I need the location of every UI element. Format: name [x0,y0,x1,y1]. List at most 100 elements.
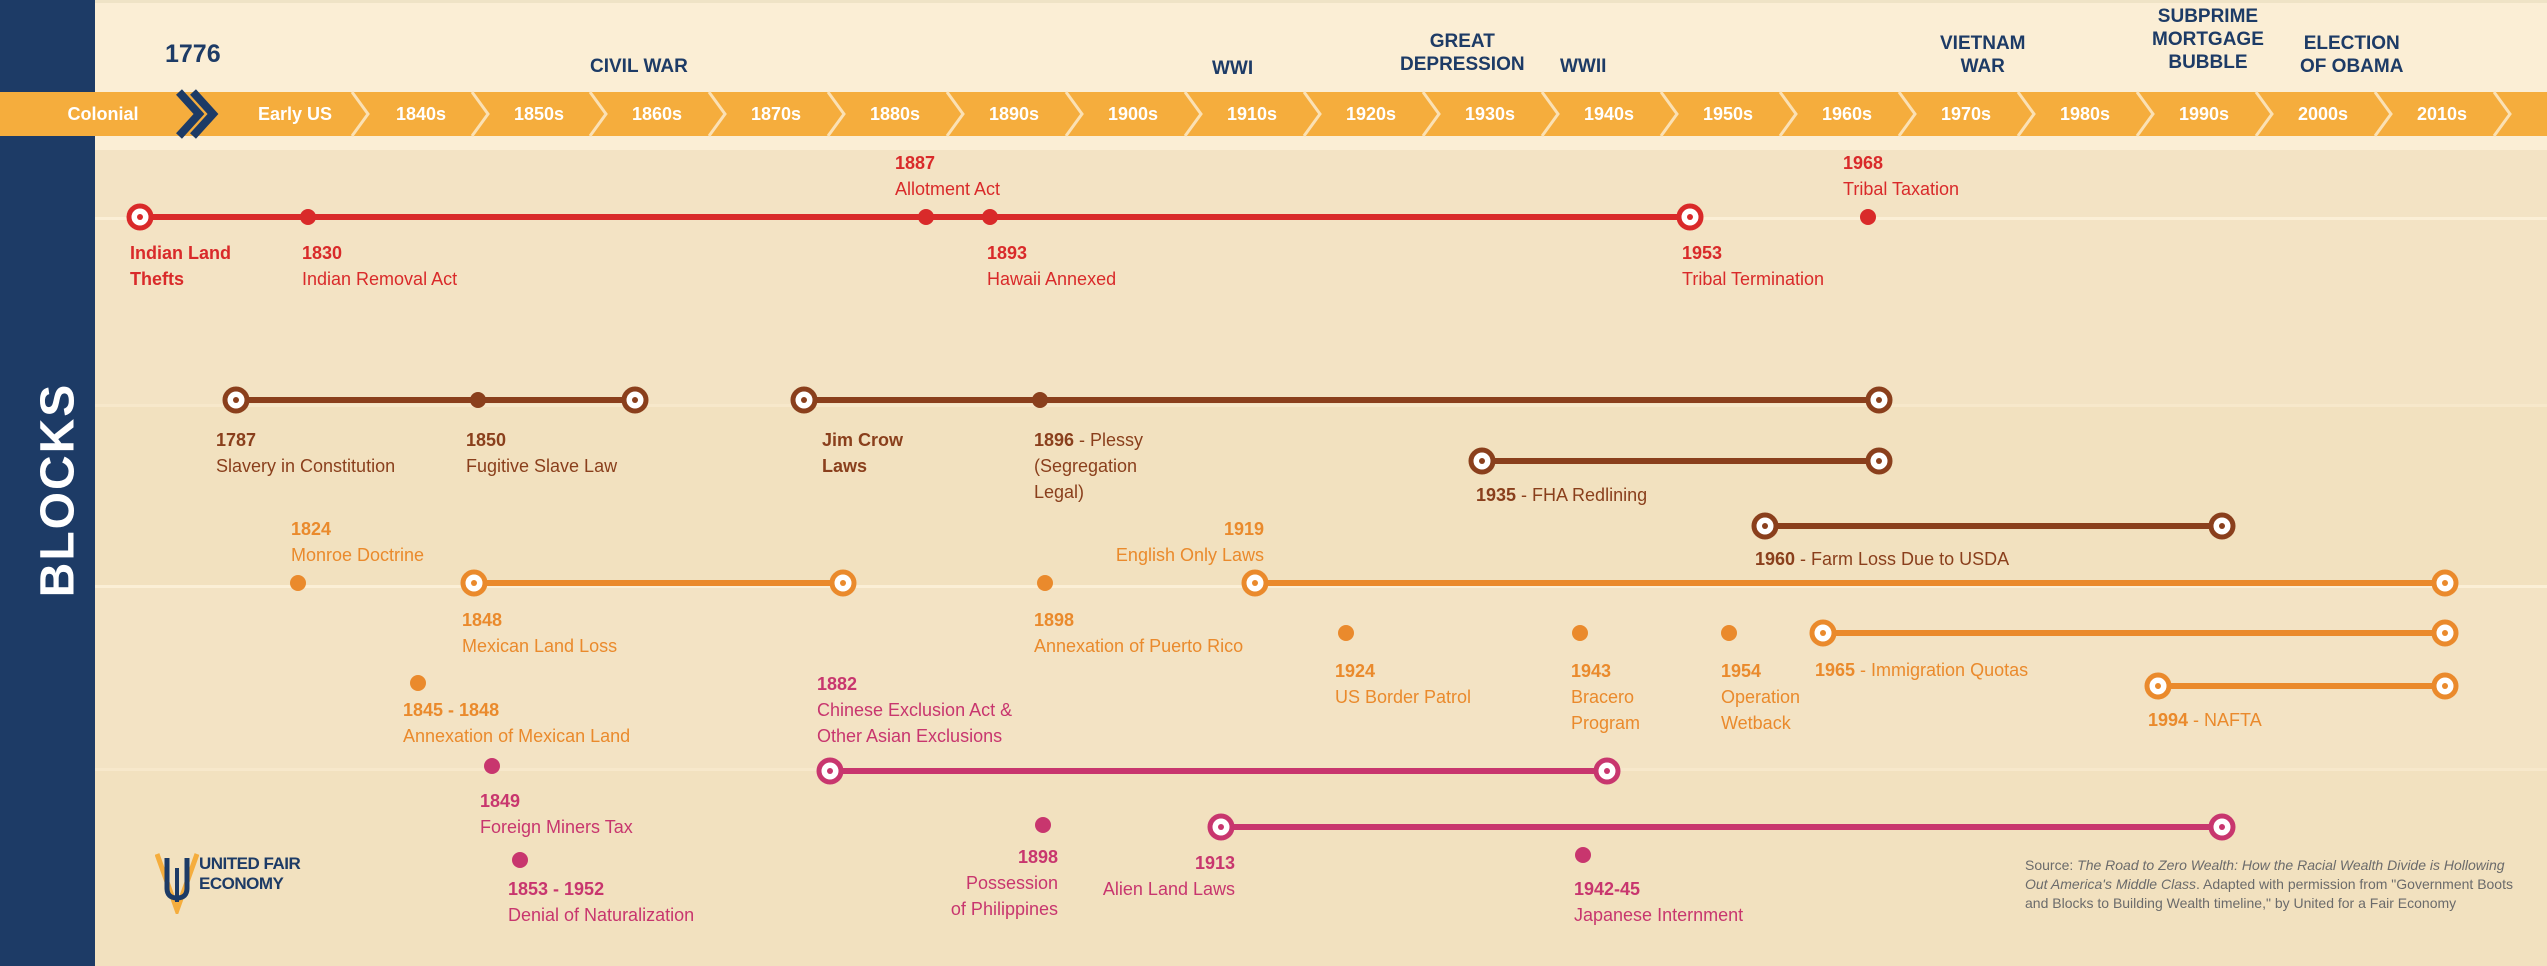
event-title: - Farm Loss Due to USDA [1795,549,2010,569]
event-title: Fugitive Slave Law [466,456,618,476]
era-wwi: WWI [1212,58,1254,79]
event-dot [410,675,426,691]
event-title: Mexican Land Loss [462,636,618,656]
event-dot [1860,209,1876,225]
event-year: 1787 [216,430,257,450]
event-year: 1853 - 1952 [508,879,605,899]
event-year: 1960 [1755,549,1796,569]
event-year: 1882 [817,674,858,694]
event-title: English Only Laws [1115,545,1264,565]
lane-divider [95,404,2547,407]
decade-label: 1910s [1226,104,1278,124]
logo-mark-icon [154,853,200,918]
segment-endpoint-center [1876,397,1882,403]
event-title: Tribal Termination [1682,269,1825,289]
event-dot [470,392,486,408]
segment-endpoint-center [1687,214,1693,220]
segment-endpoint-center [1762,523,1768,529]
decade-separator [1302,91,1322,137]
event-dot [290,575,306,591]
decade-label: 1960s [1821,104,1873,124]
event-dot [1037,575,1053,591]
decade-label: 1840s [395,104,447,124]
decade-separator [707,91,727,137]
source-title: The Road to Zero Wealth: How the Racial … [2025,857,2505,892]
logo-line-1: UNITED FAIR [199,854,301,873]
decade-label: 1950s [1702,104,1754,124]
event-dot [982,209,998,225]
segment-endpoint-center [233,397,239,403]
segment-endpoint-center [471,580,477,586]
event-year: 1968 [1843,153,1884,173]
decade-label: 1850s [513,104,565,124]
segment-endpoint-center [2442,630,2448,636]
decade-separator [588,91,608,137]
event-1960: 1960 - Farm Loss Due to USDA [1755,546,2009,572]
event-year: 1994 [2148,710,2189,730]
event-title: Slavery in Constitution [216,456,396,476]
event-dot [1572,625,1588,641]
event-year: 1830 [302,243,343,263]
segment-endpoint-center [1820,630,1826,636]
decade-separator [2016,91,2036,137]
event-year: 1845 - 1848 [403,700,500,720]
event-title: Foreign Miners Tax [480,817,633,837]
event-year: 1850 [466,430,507,450]
event-title: Annexation of Mexican Land [403,726,631,746]
segment-endpoint-center [2219,523,2225,529]
event-year: 1896 [1034,430,1075,450]
event-year: 1954 [1721,661,1762,681]
era-vietnam: VIETNAM WAR [1940,33,2026,77]
event-title: US Border Patrol [1335,687,1472,707]
decade-label: 1890s [988,104,1040,124]
segment-endpoint-center [1604,768,1610,774]
decade-separator [470,91,490,137]
event-dot [1032,392,1048,408]
segment-endpoint-center [2155,683,2161,689]
decade-separator [1421,91,1441,137]
logo-line-2: ECONOMY [199,874,284,893]
event-dot [918,209,934,225]
event-title: Bracero Program [1571,687,1641,733]
event-title: Jim Crow Laws [822,430,904,476]
event-title: Alien Land Laws [1102,879,1235,899]
decade-label: 1870s [750,104,802,124]
event-title: Annexation of Puerto Rico [1034,636,1244,656]
event-year: 1913 [1194,853,1235,873]
source-citation: Source: The Road to Zero Wealth: How the… [2025,856,2525,913]
decade-separator [2135,91,2155,137]
event-title: - FHA Redlining [1516,485,1648,505]
decade-separator [1778,91,1798,137]
decade-label: 1980s [2059,104,2111,124]
decade-label: 1920s [1345,104,1397,124]
decade-separator [1897,91,1917,137]
event-title: Hawaii Annexed [987,269,1117,289]
segment-endpoint-center [632,397,638,403]
decade-label: 1930s [1464,104,1516,124]
event-dot [512,852,528,868]
decade-label: Colonial [67,104,139,124]
event-year: 1942-45 [1574,879,1641,899]
event-title: Possession of Philippines [950,873,1058,919]
source-rest: . Adapted with permission from "Governme… [2025,876,2513,911]
segment-endpoint-center [827,768,833,774]
event-1896: 1896 - Plessy (Segregation Legal) [1034,427,1143,505]
event-title: Denial of Naturalization [508,905,695,925]
